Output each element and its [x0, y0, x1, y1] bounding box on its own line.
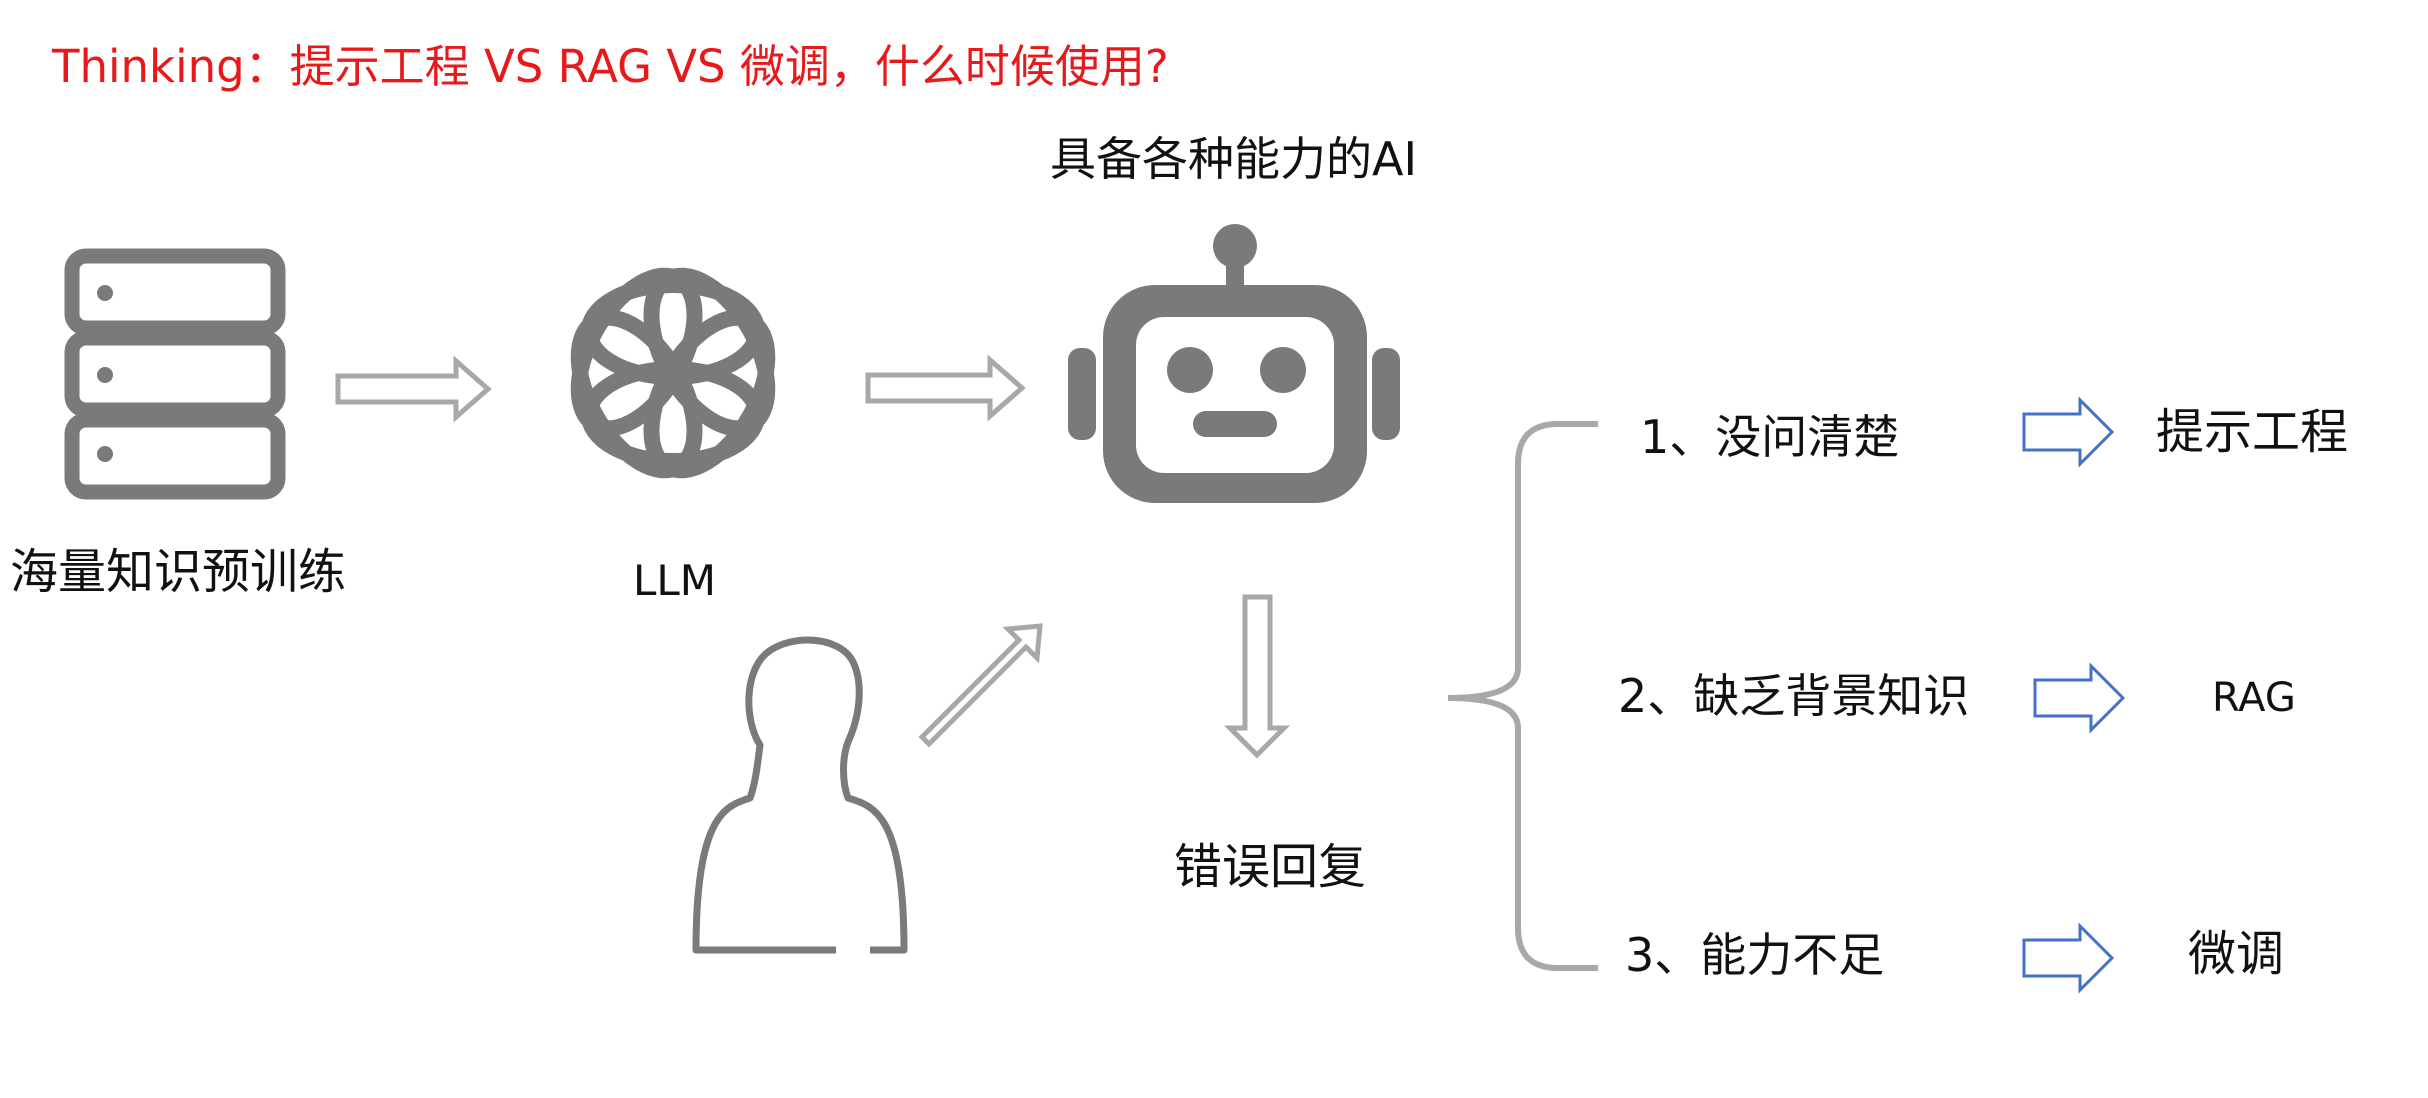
flow-arrow — [1223, 594, 1291, 759]
page-title: Thinking：提示工程 VS RAG VS 微调，什么时候使用? — [52, 40, 1169, 93]
solution-label: 微调 — [2188, 926, 2285, 982]
cause-label: 1、没问清楚 — [1640, 410, 1900, 464]
cause-label: 3、能力不足 — [1625, 928, 1885, 982]
solution-label: RAG — [2212, 675, 2296, 721]
server-icon — [64, 248, 286, 500]
error-reply-label: 错误回复 — [1174, 839, 1367, 895]
solution-label: 提示工程 — [2156, 404, 2349, 460]
user-icon — [692, 636, 908, 955]
flow-arrow — [918, 623, 1043, 748]
flow-arrow — [865, 354, 1026, 422]
llm-label: LLM — [633, 556, 717, 605]
solution-arrow — [2022, 396, 2115, 468]
robot-icon — [1068, 224, 1400, 503]
flow-arrow — [335, 355, 492, 423]
brace — [1447, 421, 1598, 971]
ai-label: 具备各种能力的AI — [1050, 132, 1418, 186]
solution-arrow — [2033, 662, 2126, 734]
pretraining-label: 海量知识预训练 — [10, 544, 347, 600]
solution-arrow — [2022, 922, 2115, 994]
openai-logo-icon — [570, 267, 776, 479]
cause-label: 2、缺乏背景知识 — [1618, 669, 1970, 723]
